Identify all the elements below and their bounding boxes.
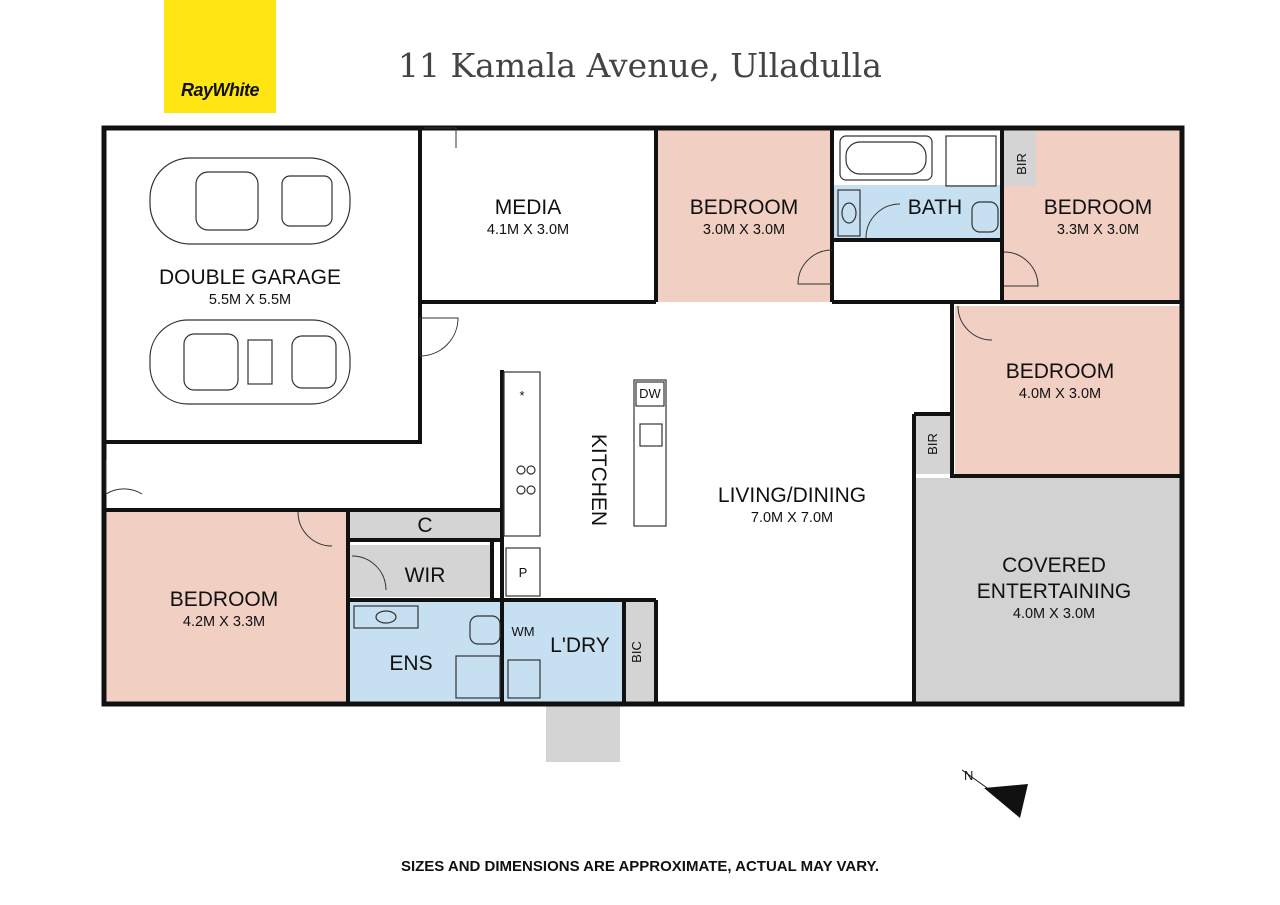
bedroom-right-label: BEDROOM	[1006, 360, 1115, 383]
disclaimer-footer: SIZES AND DIMENSIONS ARE APPROXIMATE, AC…	[400, 858, 880, 875]
ensuite-fill	[350, 602, 502, 702]
covered-label-line1: COVERED	[1002, 554, 1106, 577]
bedroom-right-fill	[955, 306, 1182, 474]
bedroom-top-left-size: 3.0M X 3.0M	[703, 222, 785, 238]
bir-top-fill	[1004, 130, 1036, 186]
covered-entertaining-fill	[916, 478, 1182, 704]
cupboard-label: C	[417, 514, 432, 537]
living-label: LIVING/DINING	[718, 484, 866, 507]
compass-icon: N	[961, 768, 1028, 818]
covered-label-line2: ENTERTAINING	[977, 580, 1131, 603]
property-address-title: 11 Kamala Avenue, Ulladulla	[398, 46, 882, 85]
car-top-icon	[149, 157, 351, 245]
compass-label: N	[964, 768, 973, 783]
bic-fill	[625, 600, 655, 702]
garage-size: 5.5M X 5.5M	[209, 292, 291, 308]
fixtures	[353, 135, 999, 699]
fridge-mark: *	[519, 388, 524, 403]
media-size: 4.1M X 3.0M	[487, 222, 569, 238]
wir-fill	[350, 545, 492, 597]
laundry-fill	[504, 600, 624, 702]
kitchen-label: KITCHEN	[587, 434, 610, 526]
bedroom-master-label: BEDROOM	[170, 588, 279, 611]
car-bottom-icon	[149, 319, 351, 405]
bedroom-top-left-fill	[658, 130, 832, 302]
bedroom-master-fill	[106, 512, 348, 702]
bedroom-right-size: 4.0M X 3.0M	[1019, 386, 1101, 402]
entry-step-fill	[546, 704, 620, 762]
garage-label: DOUBLE GARAGE	[159, 266, 341, 289]
bir-mid-fill	[916, 416, 950, 474]
logo-text: RayWhite	[180, 80, 260, 100]
ensuite-label: ENS	[389, 652, 432, 675]
bath-label: BATH	[908, 196, 962, 219]
bedroom-top-left-label: BEDROOM	[690, 196, 799, 219]
door-swings	[105, 127, 1039, 591]
cupboard-fill	[350, 512, 502, 538]
bedroom-top-right-size: 3.3M X 3.0M	[1057, 222, 1139, 238]
laundry-label: L'DRY	[550, 634, 610, 657]
wir-label: WIR	[405, 564, 446, 587]
ray-white-logo: RayWhite	[164, 0, 276, 113]
wm-label: WM	[511, 624, 534, 639]
bic-label: BIC	[629, 641, 644, 663]
bir-mid-label: BIR	[925, 433, 940, 455]
dishwasher-label: DW	[639, 386, 661, 401]
bedroom-top-right-label: BEDROOM	[1044, 196, 1153, 219]
media-label: MEDIA	[495, 196, 562, 219]
living-size: 7.0M X 7.0M	[751, 510, 833, 526]
interior-walls	[104, 128, 1182, 704]
bir-top-label: BIR	[1014, 153, 1029, 175]
bedroom-master-size: 4.2M X 3.3M	[183, 614, 265, 630]
covered-size: 4.0M X 3.0M	[1013, 606, 1095, 622]
pantry-label: P	[519, 565, 528, 580]
